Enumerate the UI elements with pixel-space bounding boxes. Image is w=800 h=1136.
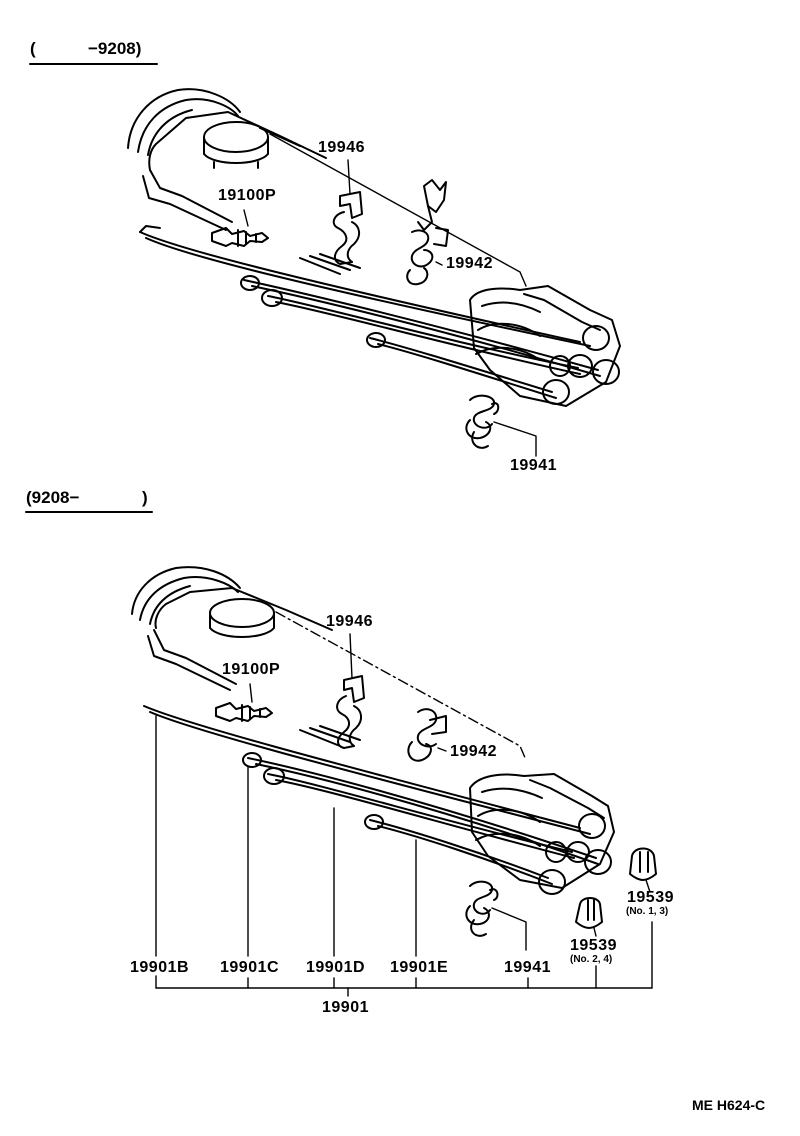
section-1-header-range: −9208) <box>88 39 142 58</box>
engine-head-outline-s2 <box>131 566 333 691</box>
ignition-wires-s1 <box>139 225 601 399</box>
section-2-drawing <box>25 511 657 997</box>
label-19946-s1: 19946 <box>318 139 365 156</box>
oil-filler-cap-s2 <box>209 598 275 638</box>
wire-clamp-19942-s1 <box>406 179 449 286</box>
label-19539-no24: 19539 <box>570 937 617 954</box>
section-1-header-open: ( <box>30 39 36 58</box>
oil-filler-cap <box>203 121 269 169</box>
label-19941-s1: 19941 <box>510 457 557 474</box>
ignition-wires-s2 <box>143 705 599 885</box>
label-19942-s2: 19942 <box>450 743 497 760</box>
label-19100P-s2: 19100P <box>222 661 281 678</box>
leader-lines-19901 <box>155 715 653 997</box>
label-19901B: 19901B <box>130 959 190 976</box>
label-19901E: 19901E <box>390 959 449 976</box>
label-19539-no13: 19539 <box>627 889 674 906</box>
distributor-cap-s1 <box>469 285 621 407</box>
label-19901-assembly: 19901 <box>322 999 369 1016</box>
leader-19946-s2 <box>275 611 527 761</box>
label-19901D: 19901D <box>306 959 366 976</box>
wire-clamp-19941-s1 <box>465 394 537 457</box>
label-19942-s1: 19942 <box>446 255 493 272</box>
spark-plug-s2 <box>215 683 273 722</box>
section-1-drawing <box>29 63 621 457</box>
wire-separator-19539-no13 <box>629 847 657 893</box>
note-19539-no13: (No. 1, 3) <box>626 906 669 917</box>
note-19539-no24: (No. 2, 4) <box>570 954 613 965</box>
section-2-header-range: (9208− <box>26 488 80 507</box>
section-2-header-close: ) <box>142 488 148 507</box>
label-19941-s2: 19941 <box>504 959 551 976</box>
wire-clamp-19946-s2 <box>336 633 365 749</box>
wire-clamp-19941-s2 <box>465 880 527 951</box>
leader-19946-s1 <box>269 133 527 287</box>
wire-separator-19539-no24 <box>575 897 603 937</box>
engine-head-outline <box>127 88 327 231</box>
label-19100P-s1: 19100P <box>218 187 277 204</box>
label-19946-s2: 19946 <box>326 613 373 630</box>
wire-clamp-19942-s2 <box>407 708 447 762</box>
drawing-code: ME H624-C <box>692 1097 766 1113</box>
spark-plug-s1 <box>211 209 269 247</box>
wire-clamp-19946-s1 <box>332 159 363 265</box>
label-19901C: 19901C <box>220 959 280 976</box>
